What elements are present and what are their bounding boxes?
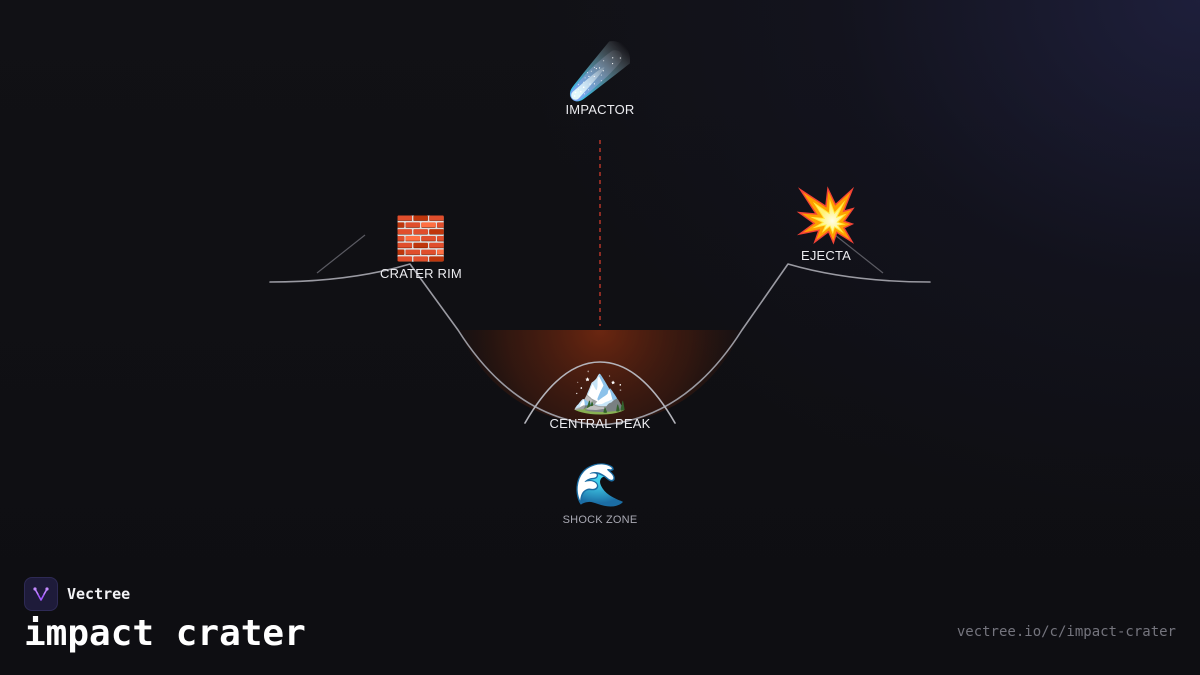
crater-rim-node[interactable]: 🧱 CRATER RIM [380,214,462,282]
central-peak-label: CENTRAL PEAK [549,416,651,431]
central-peak-node[interactable]: 🏔️ CENTRAL PEAK [550,366,651,431]
ejecta-spray-left [316,234,366,274]
brand-name: Vectree [67,585,131,603]
ejecta-label: EJECTA [800,248,852,263]
brick-icon: 🧱 [394,214,448,263]
page-url[interactable]: vectree.io/c/impact-crater [956,624,1176,640]
ejecta-node[interactable]: 💥 EJECTA [794,190,859,263]
brand[interactable]: Vectree [24,577,130,611]
crater-rim-label: CRATER RIM [380,266,462,281]
explosion-icon: 💥 [793,186,859,246]
comet-icon: ☄️ [567,42,633,102]
crater-profile-line [269,263,931,426]
mountain-icon: 🏔️ [571,362,629,416]
impactor-label: IMPACTOR [565,102,635,117]
shock-zone-label: SHOCK ZONE [562,514,638,526]
crater-glow [458,330,742,425]
central-peak-arc [524,361,676,424]
shock-zone-node[interactable]: 🌊 SHOCK ZONE [562,460,638,527]
impactor-node[interactable]: ☄️ IMPACTOR [565,46,634,117]
wave-icon: 🌊 [573,460,627,509]
ejecta-spray-right [834,234,884,274]
page-title: impact crater [24,613,306,654]
vectree-logo-icon [24,577,58,611]
